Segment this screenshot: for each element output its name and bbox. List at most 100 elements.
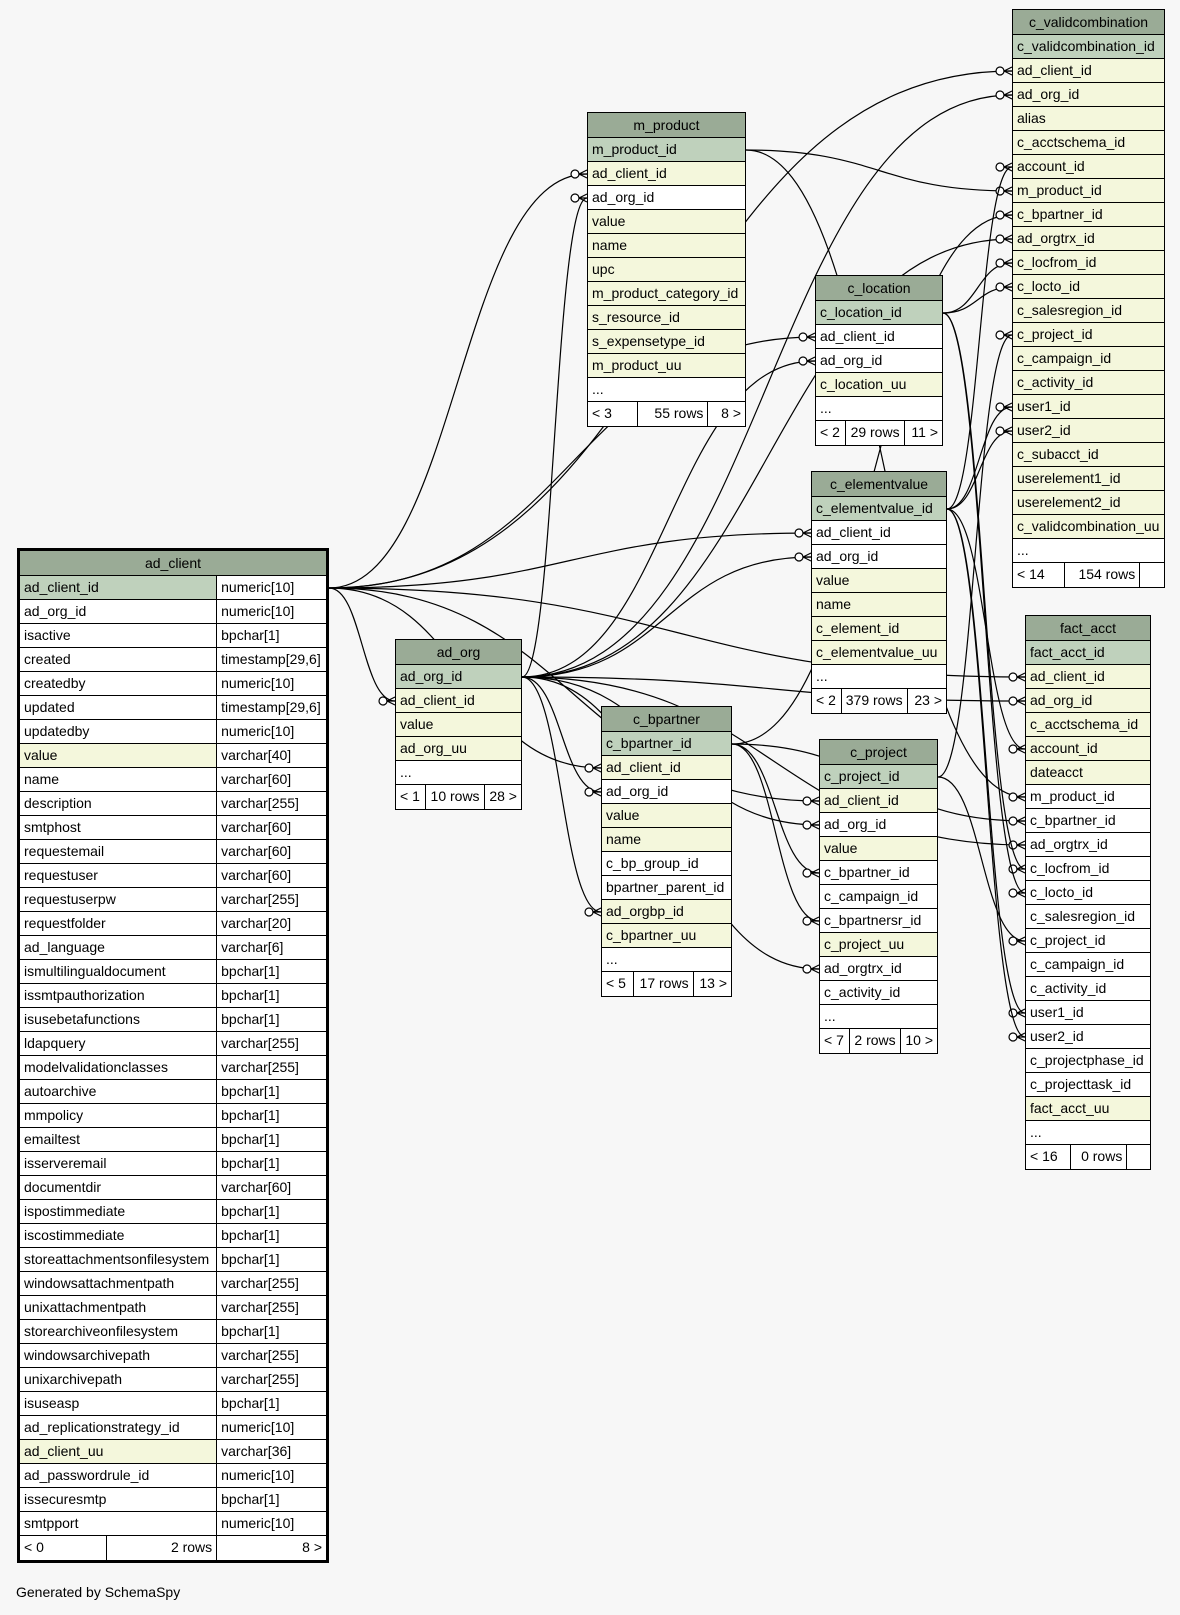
parents-count[interactable]: < 7 <box>824 1032 844 1048</box>
table-row[interactable]: c_bpartner_id <box>1026 809 1150 833</box>
table-row[interactable]: ... <box>820 1005 937 1029</box>
parents-count[interactable]: < 14 <box>1017 566 1045 582</box>
children-count[interactable]: 10 > <box>899 1029 937 1053</box>
table-row[interactable]: c_locfrom_id <box>1013 251 1164 275</box>
table-row[interactable]: alias <box>1013 107 1164 131</box>
table-row[interactable]: c_campaign_id <box>1026 953 1150 977</box>
table-row[interactable]: ad_orgtrx_id <box>1026 833 1150 857</box>
table-row[interactable]: ad_org_id <box>1026 689 1150 713</box>
table-row[interactable]: ad_org_id <box>812 545 946 569</box>
table-row[interactable]: s_resource_id <box>588 306 745 330</box>
table-row[interactable]: value <box>812 569 946 593</box>
table-row[interactable]: account_id <box>1026 737 1150 761</box>
children-count[interactable]: 13 > <box>692 972 731 996</box>
table-row[interactable]: ad_client_id <box>816 325 942 349</box>
row-count[interactable]: 10 rows <box>424 785 484 809</box>
table-row[interactable]: user1_id <box>1013 395 1164 419</box>
row-count[interactable]: 55 rows <box>637 402 707 426</box>
row-count[interactable]: 154 rows <box>1064 563 1139 587</box>
table-row[interactable]: c_activity_id <box>1013 371 1164 395</box>
table-row[interactable]: c_projectphase_id <box>1026 1049 1150 1073</box>
table-row[interactable]: value <box>396 713 521 737</box>
table-row[interactable]: ... <box>1026 1121 1150 1145</box>
table-row[interactable]: ad_orgtrx_id <box>820 957 937 981</box>
table-row[interactable]: user1_id <box>1026 1001 1150 1025</box>
table-row[interactable]: c_activity_id <box>1026 977 1150 1001</box>
table-row[interactable]: ad_orgtrx_id <box>1013 227 1164 251</box>
table-row[interactable]: upc <box>588 258 745 282</box>
table-row[interactable]: c_bpartner_uu <box>602 924 731 948</box>
table-row[interactable]: c_locto_id <box>1013 275 1164 299</box>
table-row[interactable]: ... <box>1013 539 1164 563</box>
row-count[interactable]: 0 rows <box>1070 1145 1126 1169</box>
row-count[interactable]: 29 rows <box>844 421 904 445</box>
table-title[interactable]: c_bpartner <box>602 707 731 732</box>
table-row[interactable]: c_acctschema_id <box>1026 713 1150 737</box>
table-row[interactable]: c_bpartner_id <box>602 732 731 756</box>
table-row[interactable]: ad_org_id <box>820 813 937 837</box>
table-row[interactable]: c_location_id <box>816 301 942 325</box>
table-row[interactable]: ad_org_id <box>588 186 745 210</box>
table-row[interactable]: user2_id <box>1026 1025 1150 1049</box>
table-row[interactable]: ad_org_id <box>396 665 521 689</box>
parents-count[interactable]: < 0 <box>24 1539 44 1555</box>
parents-count[interactable]: < 1 <box>400 788 420 804</box>
table-row[interactable]: ad_org_uu <box>396 737 521 761</box>
table-row[interactable]: c_elementvalue_id <box>812 497 946 521</box>
table-row[interactable]: c_projecttask_id <box>1026 1073 1150 1097</box>
table-row[interactable]: c_acctschema_id <box>1013 131 1164 155</box>
table-row[interactable]: c_salesregion_id <box>1013 299 1164 323</box>
table-row[interactable]: ad_client_id <box>812 521 946 545</box>
parents-count[interactable]: < 2 <box>820 424 840 440</box>
table-row[interactable]: c_salesregion_id <box>1026 905 1150 929</box>
table-row[interactable]: ... <box>588 378 745 402</box>
table-title[interactable]: c_validcombination <box>1013 10 1164 35</box>
table-row[interactable]: c_bpartnersr_id <box>820 909 937 933</box>
parents-count[interactable]: < 2 <box>816 692 836 708</box>
table-title[interactable]: fact_acct <box>1026 616 1150 641</box>
table-title[interactable]: c_project <box>820 740 937 765</box>
table-row[interactable]: c_campaign_id <box>820 885 937 909</box>
table-row[interactable]: m_product_id <box>588 138 745 162</box>
table-row[interactable]: name <box>812 593 946 617</box>
children-count[interactable]: 23 > <box>906 689 946 713</box>
table-row[interactable]: ad_client_id <box>820 789 937 813</box>
table-row[interactable]: value <box>820 837 937 861</box>
table-row[interactable]: s_expensetype_id <box>588 330 745 354</box>
parents-count[interactable]: < 16 <box>1030 1148 1058 1164</box>
table-row[interactable]: c_project_uu <box>820 933 937 957</box>
parents-count[interactable]: < 3 <box>592 405 612 421</box>
row-count[interactable]: 2 rows <box>106 1536 216 1560</box>
table-row[interactable]: ad_org_id <box>602 780 731 804</box>
children-count[interactable]: 8 > <box>216 1536 326 1560</box>
table-row[interactable]: m_product_uu <box>588 354 745 378</box>
table-row[interactable]: dateacct <box>1026 761 1150 785</box>
